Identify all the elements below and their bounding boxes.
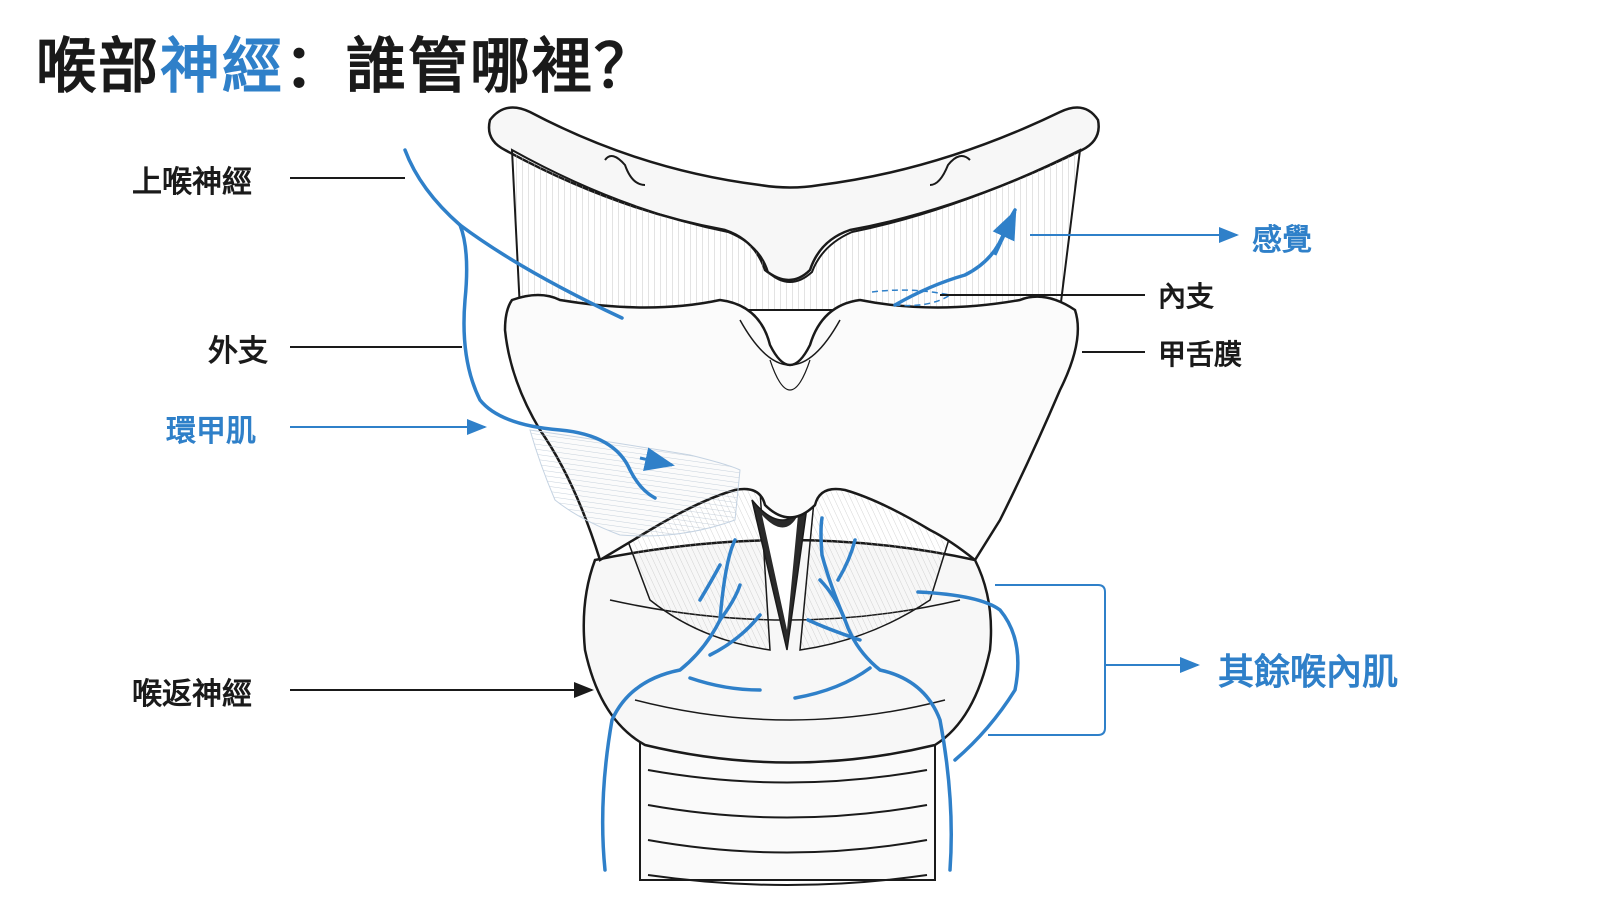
page-title: 喉部神經：誰管哪裡？ xyxy=(36,18,656,105)
title-part1: 喉部 xyxy=(36,32,160,102)
label-recurrent-laryngeal-nerve: 喉返神經 xyxy=(132,677,252,712)
nerves xyxy=(403,148,1020,872)
label-superior-laryngeal-nerve: 上喉神經 xyxy=(132,165,252,200)
title-part2: ：誰管哪裡？ xyxy=(284,32,656,102)
label-cricothyroid-muscle: 環甲肌 xyxy=(166,414,256,449)
label-other-intrinsic-muscles: 其餘喉內肌 xyxy=(1218,652,1399,693)
recurrent-laryngeal-left xyxy=(600,583,742,872)
recurrent-laryngeal-right xyxy=(819,516,953,872)
cricothyroid-muscle xyxy=(529,429,741,537)
trachea xyxy=(639,734,936,886)
thyrohyoid-membrane xyxy=(510,148,1082,311)
label-external-branch: 外支 xyxy=(208,334,268,369)
label-sensation: 感覺 xyxy=(1252,223,1312,258)
title-accent: 神經 xyxy=(160,32,284,102)
internal-branch-nerve xyxy=(458,223,624,320)
leader-lines xyxy=(290,177,1239,736)
label-thyrohyoid-membrane: 甲舌膜 xyxy=(1158,338,1243,371)
label-internal-branch: 內支 xyxy=(1158,280,1215,313)
